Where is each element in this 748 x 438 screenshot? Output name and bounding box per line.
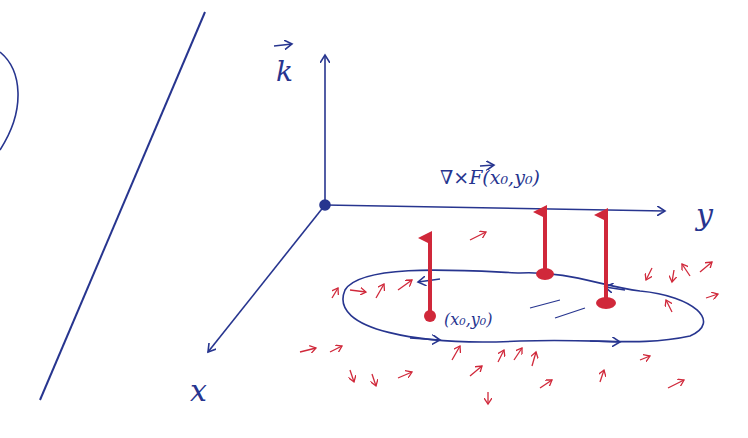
axis-label: x [190, 376, 207, 406]
curl-label: ∇×F(x₀,y₀) [440, 168, 540, 187]
vector-label: k [276, 58, 293, 86]
point-label: (x₀,y₀) [444, 312, 492, 328]
axis-label: y [696, 200, 713, 230]
